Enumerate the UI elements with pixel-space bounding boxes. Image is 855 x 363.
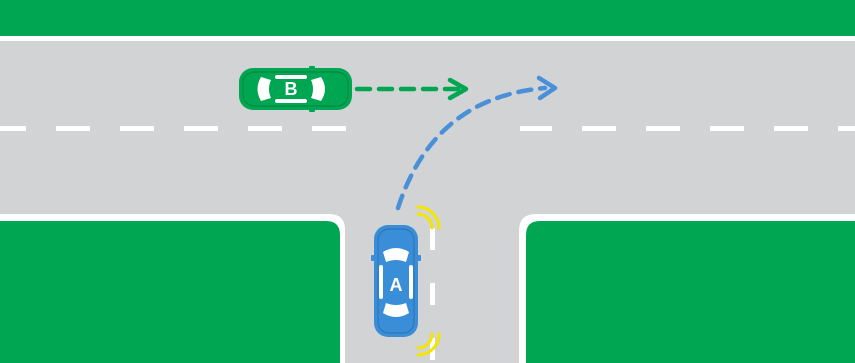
car-b-label: B <box>285 79 298 99</box>
car-a-rear-window <box>383 303 409 317</box>
top-verge <box>0 0 855 36</box>
lower-right-verge <box>526 221 855 363</box>
car-a: A <box>371 225 421 337</box>
car-b: B <box>239 66 352 112</box>
lower-left-verge <box>0 221 340 363</box>
car-b-rear-window <box>258 77 272 101</box>
car-a-windscreen <box>383 248 409 262</box>
car-a-label: A <box>390 275 403 295</box>
car-b-windscreen <box>311 77 325 101</box>
top-kerb-line <box>0 36 855 41</box>
